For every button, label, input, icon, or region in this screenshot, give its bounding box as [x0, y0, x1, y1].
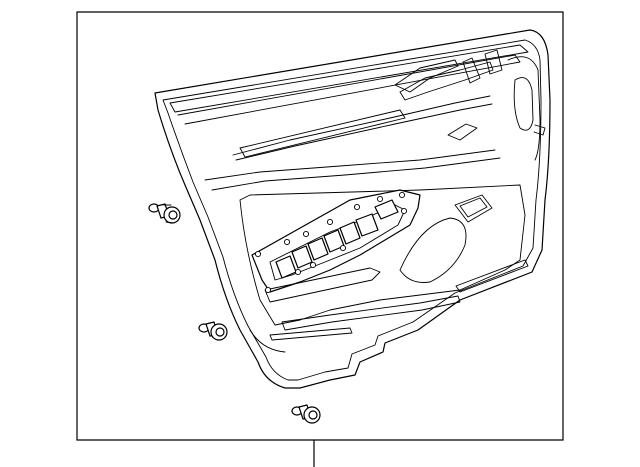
retainer-clip-icon — [198, 321, 228, 341]
retainer-clip-icon — [148, 203, 181, 224]
door-trim-panel — [154, 29, 551, 389]
diagram-frame — [76, 11, 564, 441]
retainer-clip-icon — [291, 404, 321, 424]
